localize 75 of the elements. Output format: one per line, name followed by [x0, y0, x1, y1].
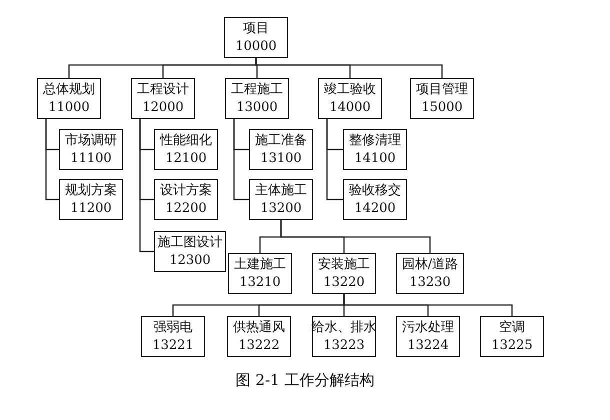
- task-name: 规划方案: [65, 182, 117, 200]
- wbs-box: [154, 231, 226, 272]
- connector-line: [343, 294, 513, 316]
- wbs-box: [225, 78, 289, 119]
- task-code: 13230: [409, 274, 451, 292]
- task-code: 14100: [354, 150, 396, 168]
- task-name: 空调: [499, 318, 525, 336]
- wbs-box: [396, 253, 464, 294]
- connector-line: [233, 119, 249, 200]
- wbs-box: [249, 129, 313, 170]
- wbs-box: [131, 78, 195, 119]
- task-name: 总体规划: [43, 80, 95, 98]
- task-code: 14000: [329, 98, 371, 116]
- task-name: 强弱电: [154, 318, 192, 336]
- wbs-box: [312, 253, 376, 294]
- task-code: 13200: [260, 200, 302, 218]
- wbs-box: [154, 129, 218, 170]
- wbs-box: [410, 78, 474, 119]
- task-name: 工程设计: [137, 80, 189, 98]
- wbs-box: [480, 316, 544, 357]
- task-code: 10000: [235, 38, 277, 56]
- task-name: 验收移交: [349, 182, 401, 200]
- wbs-box: [224, 17, 288, 58]
- task-name: 工程施工: [231, 80, 283, 98]
- wbs-box: [37, 78, 101, 119]
- wbs-box: [343, 179, 407, 220]
- task-code: 12200: [165, 200, 207, 218]
- wbs-box: [249, 179, 313, 220]
- task-name: 整修清理: [349, 132, 401, 150]
- task-name: 项目: [243, 20, 269, 38]
- connector-line: [280, 220, 431, 253]
- task-code: 12100: [165, 150, 207, 168]
- task-code: 12300: [169, 252, 211, 270]
- task-code: 13224: [407, 336, 449, 354]
- connector-line: [326, 119, 343, 200]
- task-code: 13221: [152, 336, 194, 354]
- wbs-box: [59, 179, 123, 220]
- task-code: 13222: [238, 336, 280, 354]
- task-code: 14200: [354, 200, 396, 218]
- task-name: 污水处理: [402, 318, 454, 336]
- task-code: 13210: [239, 274, 281, 292]
- wbs-box: [343, 129, 407, 170]
- wbs-box: [141, 316, 205, 357]
- task-name: 设计方案: [160, 182, 212, 200]
- task-code: 13000: [236, 98, 278, 116]
- wbs-box: [318, 78, 382, 119]
- task-name: 施工图设计: [158, 234, 222, 252]
- wbs-box: [227, 316, 291, 357]
- task-name: 安装施工: [318, 256, 370, 274]
- task-name: 性能细化: [160, 132, 212, 150]
- figure-caption: 图 2-1 工作分解结构: [236, 371, 374, 389]
- task-name: 项目管理: [416, 80, 468, 98]
- wbs-box: [396, 316, 460, 357]
- wbs-box: [228, 253, 292, 294]
- connector-line: [255, 58, 443, 78]
- task-name: 园林/道路: [402, 256, 458, 274]
- task-name: 供热通风: [233, 318, 285, 336]
- wbs-box: [59, 129, 123, 170]
- task-name: 土建施工: [234, 256, 286, 274]
- task-code: 13100: [260, 150, 302, 168]
- task-name: 竣工验收: [324, 80, 376, 98]
- task-code: 13225: [491, 336, 533, 354]
- task-code: 13220: [323, 274, 365, 292]
- task-code: 15000: [421, 98, 463, 116]
- task-code: 11200: [70, 200, 112, 218]
- task-name: 市场调研: [65, 132, 117, 150]
- task-code: 11100: [70, 150, 112, 168]
- task-code: 12000: [142, 98, 184, 116]
- task-code: 11000: [48, 98, 90, 116]
- task-name: 主体施工: [255, 182, 307, 200]
- connector-line: [45, 119, 59, 200]
- connector-line: [139, 119, 154, 252]
- task-code: 13223: [323, 336, 365, 354]
- task-name: 施工准备: [255, 132, 307, 150]
- wbs-box: [154, 179, 218, 220]
